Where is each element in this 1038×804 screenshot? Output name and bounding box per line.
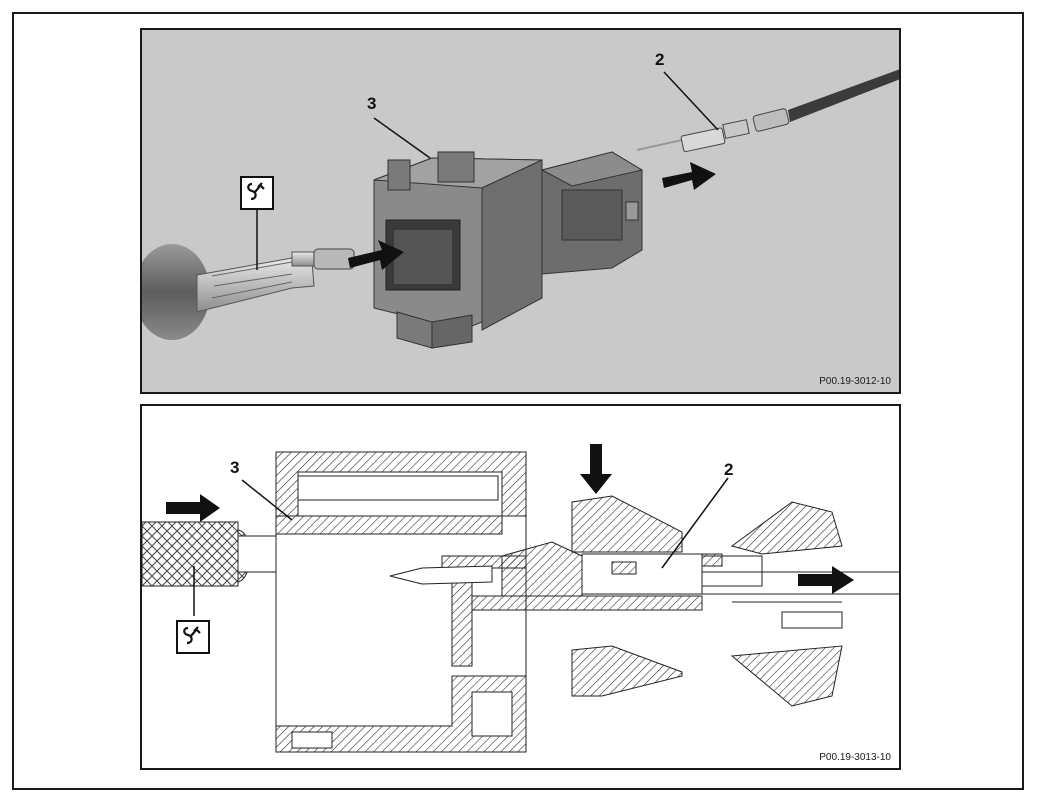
- figure-id-photo: P00.19-3012-10: [819, 376, 891, 387]
- photo-panel: 3 2 P00.19-3012-10: [140, 28, 901, 394]
- callout-2-section: 2: [724, 460, 734, 479]
- callout-3-photo: 3: [367, 94, 377, 113]
- direction-arrow-icon: [166, 444, 854, 594]
- section-panel: 3 2 P00.19-3013-10: [140, 404, 901, 770]
- callout-3-section: 3: [230, 458, 240, 477]
- connector-housing-photo: [373, 151, 644, 349]
- release-tool: [142, 210, 388, 340]
- direction-arrow-icon: [348, 162, 716, 270]
- contact-with-wire: [636, 69, 899, 153]
- secondary-lock-section: [571, 495, 843, 707]
- section-drawing: [142, 444, 899, 753]
- photo-illustration: [142, 69, 899, 349]
- connector-housing-section: [275, 451, 703, 753]
- contact-section: [501, 541, 899, 597]
- special-tool-symbol-icon: [176, 620, 210, 654]
- special-tool-symbol-icon: [240, 176, 274, 210]
- figure-frame: [12, 12, 1024, 790]
- figure-id-section: P00.19-3013-10: [819, 752, 891, 763]
- callout-2-photo: 2: [655, 50, 665, 69]
